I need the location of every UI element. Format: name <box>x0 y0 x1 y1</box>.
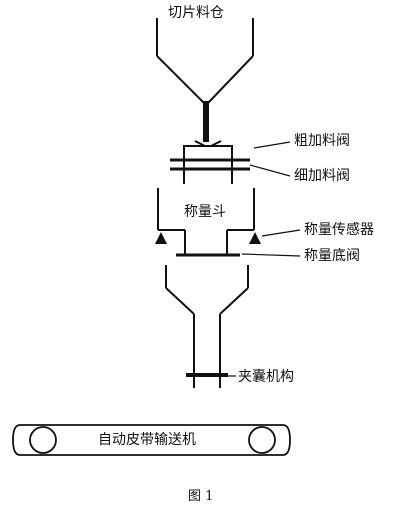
hopper-label: 称量斗 <box>184 204 226 220</box>
conveyor-label: 自动皮带输送机 <box>98 432 196 448</box>
coarse-valve-shape <box>183 140 233 158</box>
discharge-funnel-shape <box>165 265 249 388</box>
leader-lines <box>228 141 301 377</box>
silo-label: 切片料仓 <box>168 5 224 21</box>
fine-valve-shape <box>170 158 250 184</box>
left-sensor-triangle <box>155 232 167 244</box>
figure-caption: 图 1 <box>188 489 214 504</box>
silo-shape <box>156 18 254 142</box>
weigh-hopper-shape <box>157 188 255 255</box>
sensor-label: 称量传感器 <box>304 222 374 238</box>
bottom-valve-label: 称量底阀 <box>304 248 360 264</box>
fine-valve-label: 细加料阀 <box>294 168 350 184</box>
coarse-valve-label: 粗加料阀 <box>294 133 350 149</box>
right-sensor-triangle <box>249 232 261 244</box>
conveyor-shape <box>12 424 291 456</box>
clamp-label: 夹囊机构 <box>238 369 294 385</box>
